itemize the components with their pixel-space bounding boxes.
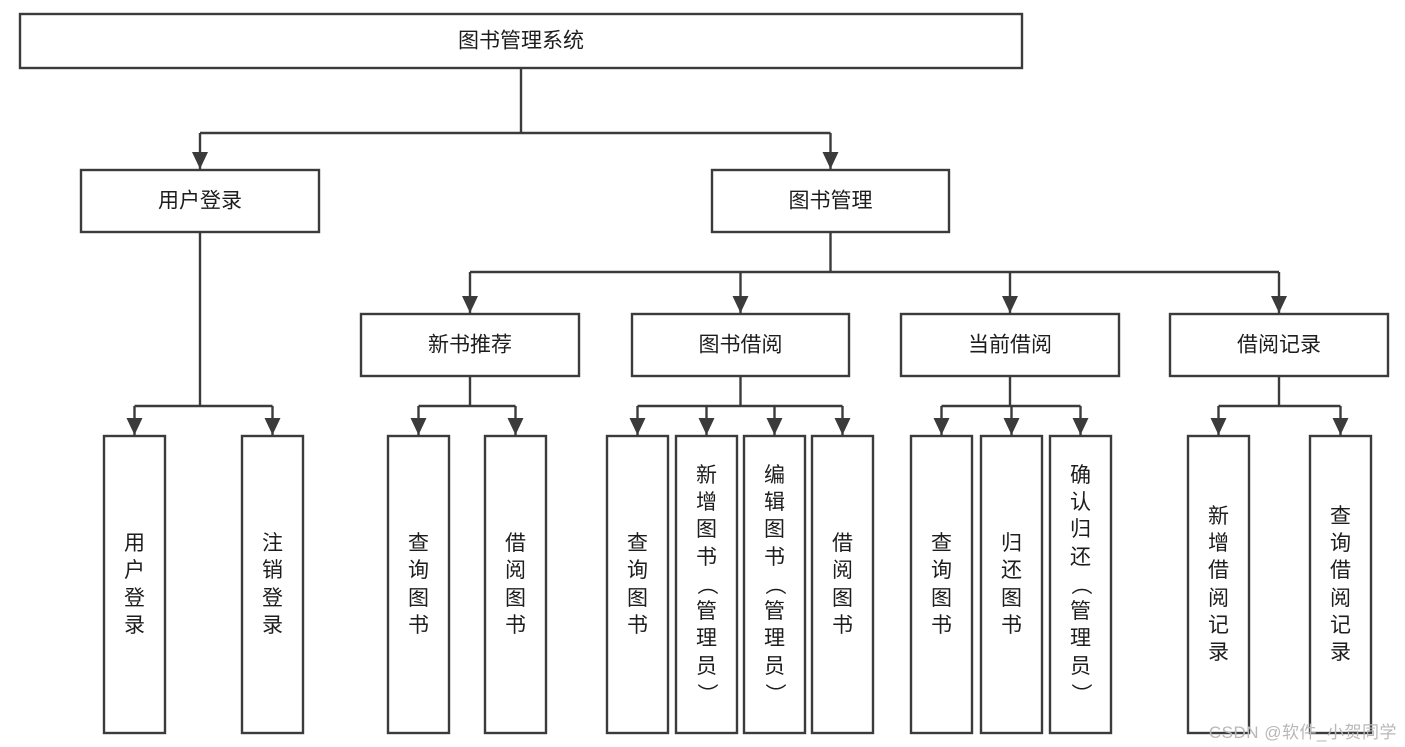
node-level3-label-2: 当前借阅 <box>968 334 1052 357</box>
arrow-head-icon <box>126 418 143 435</box>
node-leaf-4[interactable] <box>605 434 670 735</box>
arrow-head-icon <box>1002 296 1018 313</box>
node-level2-1[interactable] <box>710 168 951 234</box>
node-level2-0[interactable] <box>79 168 321 234</box>
node-leaf-9[interactable] <box>979 434 1044 735</box>
node-level3-1[interactable] <box>630 312 851 378</box>
node-level3-label-0: 新书推荐 <box>428 334 512 357</box>
node-leaf-6[interactable] <box>742 434 807 735</box>
arrow-head-icon <box>629 418 646 435</box>
arrow-head-icon <box>192 152 208 169</box>
arrow-head-icon <box>698 418 715 435</box>
arrow-head-icon <box>410 418 427 435</box>
arrow-head-icon <box>822 152 839 169</box>
arrow-head-icon <box>1003 418 1020 435</box>
arrow-head-icon <box>1072 418 1089 435</box>
node-level3-label-1: 图书借阅 <box>699 334 783 357</box>
node-level3-3[interactable] <box>1168 312 1390 378</box>
node-leaf-5[interactable] <box>674 434 739 735</box>
node-leaf-1[interactable] <box>240 434 305 735</box>
node-root-图书管理系统[interactable] <box>18 12 1024 70</box>
node-leaf-2[interactable] <box>386 434 451 735</box>
arrow-head-icon <box>834 418 851 435</box>
arrow-head-icon <box>732 296 749 313</box>
arrow-head-icon <box>766 418 783 435</box>
arrow-head-icon <box>1332 418 1349 435</box>
node-level3-label-3: 借阅记录 <box>1237 334 1321 357</box>
node-root-label: 图书管理系统 <box>458 30 584 53</box>
arrow-head-icon <box>1271 296 1287 313</box>
arrow-head-icon <box>933 418 950 435</box>
arrow-head-icon <box>507 418 524 435</box>
node-level2-label-0: 用户登录 <box>158 190 242 213</box>
node-level2-label-1: 图书管理 <box>789 190 873 213</box>
node-level3-0[interactable] <box>359 312 581 378</box>
arrow-head-icon <box>264 418 281 435</box>
node-boxes-layer <box>18 12 1390 735</box>
node-leaf-11[interactable] <box>1186 434 1251 735</box>
node-leaf-3[interactable] <box>483 434 548 735</box>
node-leaf-10[interactable] <box>1048 434 1113 735</box>
node-level3-2[interactable] <box>899 312 1121 378</box>
connectors-layer <box>126 68 1349 435</box>
arrow-head-icon <box>1210 418 1227 435</box>
node-leaf-7[interactable] <box>810 434 875 735</box>
node-leaf-8[interactable] <box>909 434 974 735</box>
arrow-head-icon <box>462 296 478 313</box>
node-leaf-0[interactable] <box>102 434 167 735</box>
node-leaf-12[interactable] <box>1308 434 1373 735</box>
